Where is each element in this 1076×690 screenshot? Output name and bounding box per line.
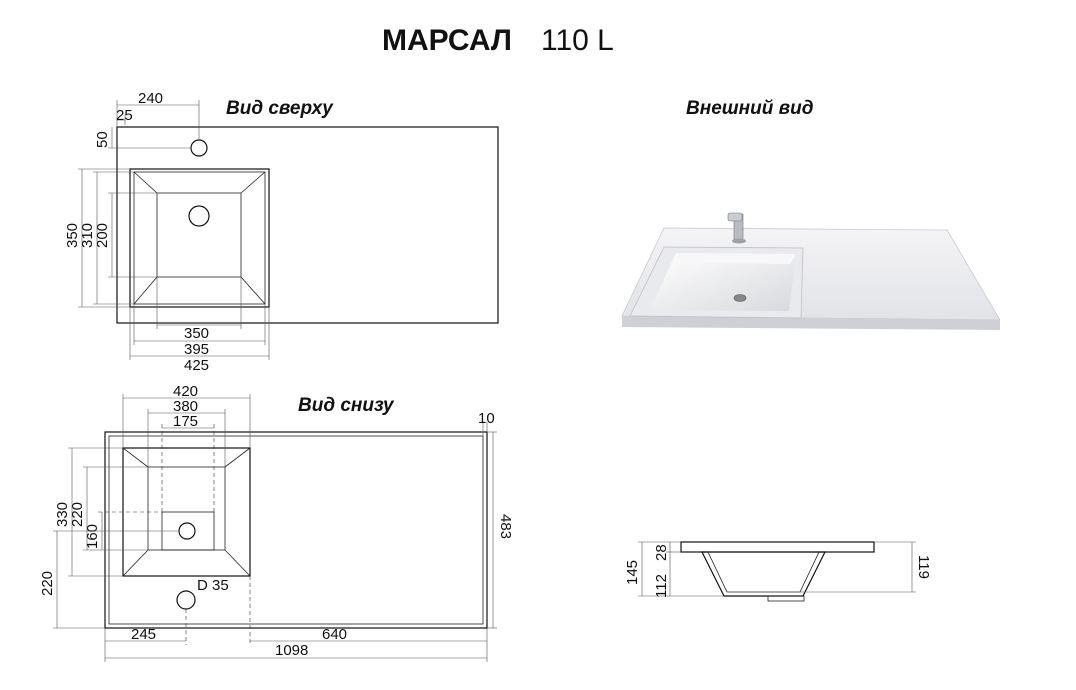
side-dim-145: 145 <box>624 560 641 585</box>
top-view-label: Вид сверху <box>226 98 334 119</box>
exterior-countertop-edge <box>622 316 1000 330</box>
bottom-outer-outline <box>104 431 488 629</box>
faucet-icon <box>727 212 746 244</box>
bottom-drain <box>178 522 196 540</box>
side-drain-stub <box>767 595 805 602</box>
top-drain <box>188 205 210 227</box>
bottom-faucet-hole <box>176 590 196 610</box>
top-basin-rim <box>129 168 270 308</box>
top-dim-200: 200 <box>94 223 111 248</box>
bottom-dim-380: 380 <box>173 398 198 415</box>
top-dim-395: 395 <box>184 341 209 358</box>
bottom-dim-420: 420 <box>173 383 198 400</box>
bottom-inner-outline <box>108 435 484 625</box>
exterior-view-label: Внешний вид <box>686 98 814 119</box>
top-basin-bottom <box>156 192 242 278</box>
bottom-hole-diameter: D 35 <box>197 577 229 594</box>
top-dim-350-horizontal: 350 <box>184 325 209 342</box>
side-dim-28: 28 <box>653 544 670 561</box>
top-dim-425: 425 <box>184 357 209 374</box>
bottom-dim-160: 160 <box>84 524 101 549</box>
top-dim-25: 25 <box>116 107 133 124</box>
top-dim-310: 310 <box>79 223 96 248</box>
top-countertop-outline <box>116 126 499 324</box>
exterior-view: Внешний вид <box>621 98 1001 330</box>
side-countertop <box>680 541 875 553</box>
side-dim-112: 112 <box>653 574 670 598</box>
exterior-basin-bowl <box>650 253 796 311</box>
bottom-dim-220-vertical: 220 <box>69 502 86 527</box>
bottom-dim-1098: 1098 <box>275 642 308 659</box>
top-dim-350-vertical: 350 <box>64 223 81 248</box>
bottom-view: Вид снизу D 35 420 380 175 10 <box>39 383 514 662</box>
top-dim-240: 240 <box>138 90 163 107</box>
bottom-dim-220-lower: 220 <box>39 571 56 596</box>
top-faucet-hole <box>190 139 208 157</box>
side-bowl-outer <box>701 551 826 597</box>
bottom-dim-640: 640 <box>322 626 347 643</box>
bottom-basin-inner <box>147 466 226 551</box>
bottom-dim-330: 330 <box>54 502 71 527</box>
top-view: Вид сверху 240 25 50 <box>64 90 499 374</box>
bottom-dim-245: 245 <box>131 626 156 643</box>
product-name: МАРСАЛ <box>382 24 512 57</box>
bottom-dim-10: 10 <box>478 410 495 427</box>
bottom-dim-175: 175 <box>173 413 198 430</box>
bottom-dim-483: 483 <box>497 514 514 539</box>
top-dim-50: 50 <box>94 131 111 148</box>
side-section-view: 145 28 112 119 <box>624 541 932 602</box>
side-bowl-inner <box>707 551 820 593</box>
product-model: 110 L <box>541 24 614 57</box>
side-dim-119: 119 <box>915 555 932 579</box>
exterior-drain <box>733 294 747 302</box>
bottom-view-label: Вид снизу <box>298 395 395 416</box>
